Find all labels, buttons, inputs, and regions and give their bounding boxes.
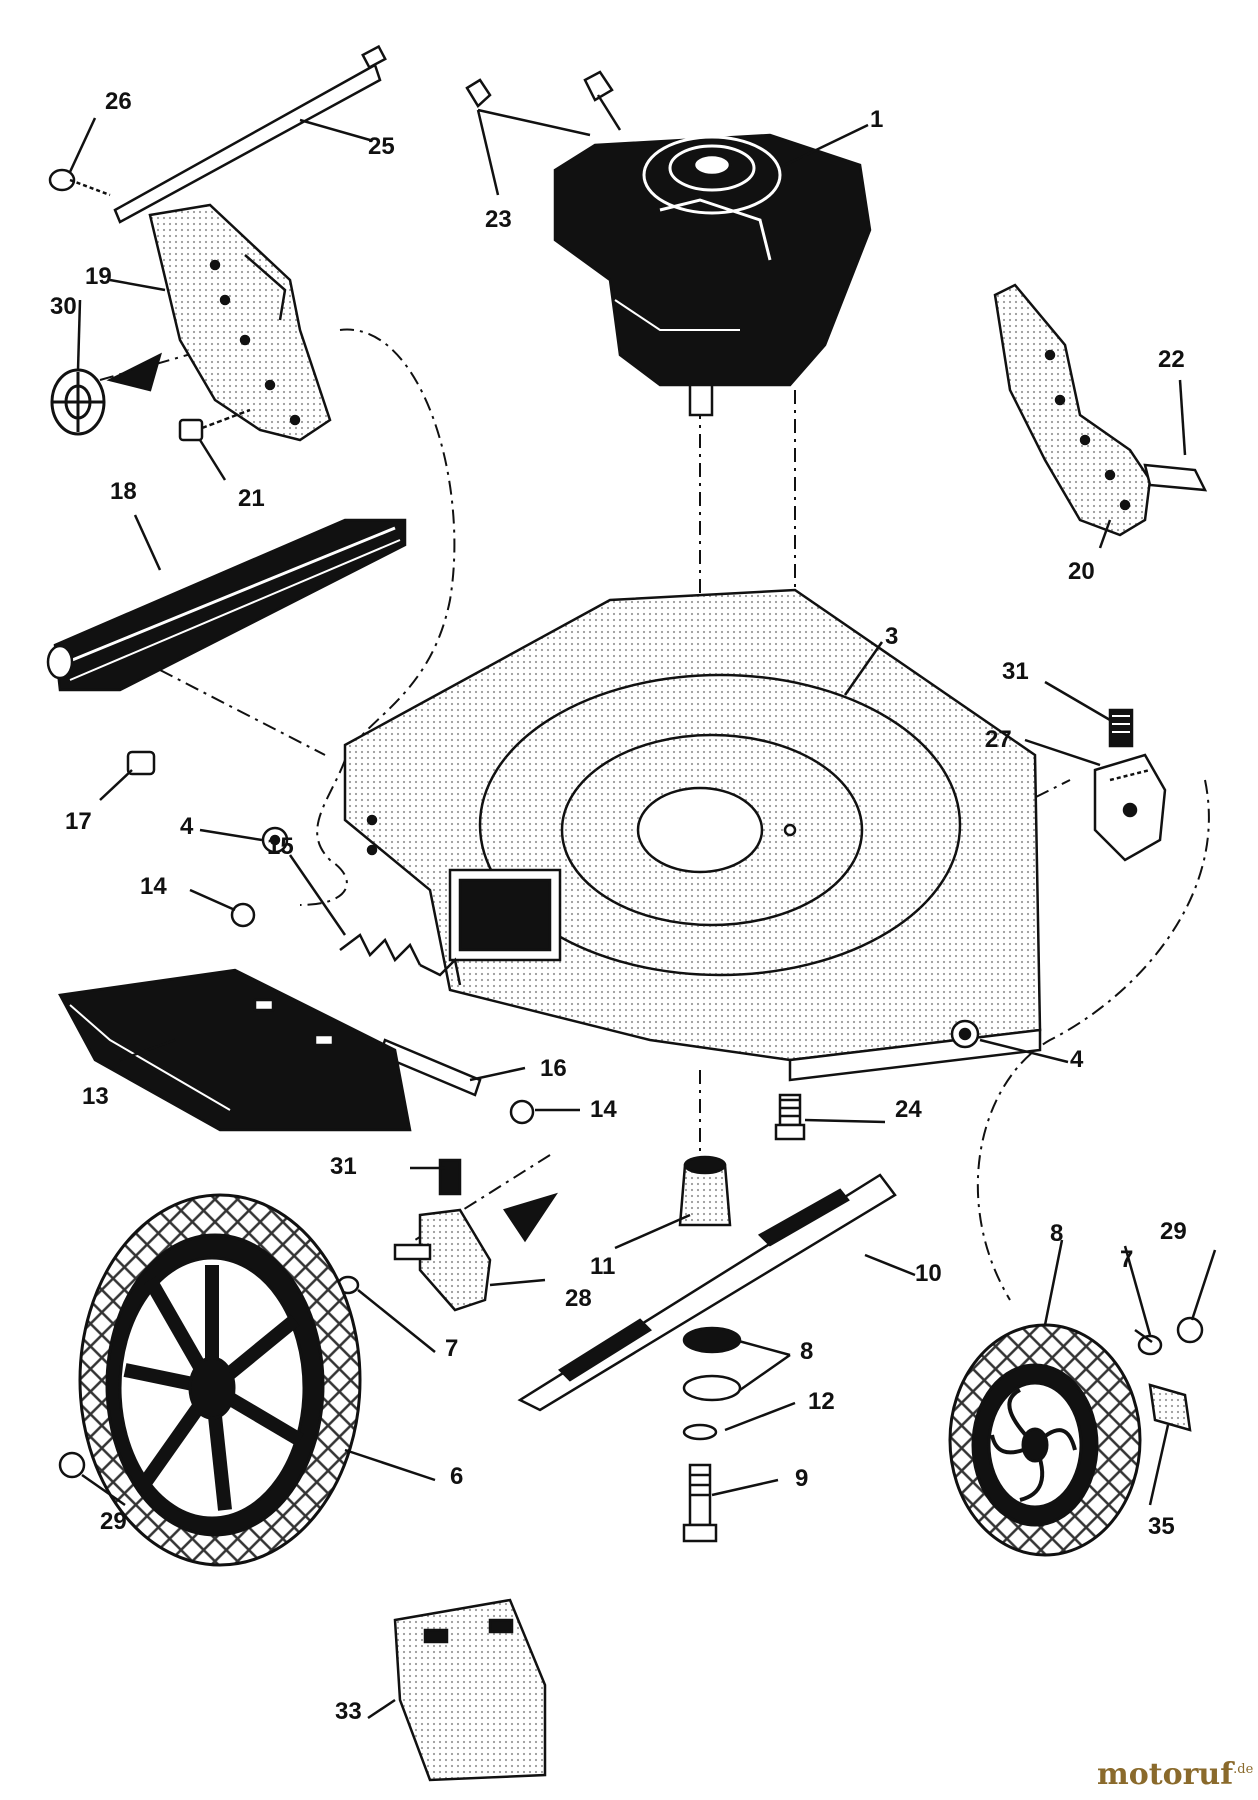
part-13-flap — [58, 968, 412, 1132]
callout-33: 33 — [335, 1698, 362, 1725]
part-28-bracket — [393, 1208, 492, 1312]
callout-17: 17 — [65, 808, 92, 835]
callout-26: 26 — [105, 88, 132, 115]
callout-35: 35 — [1148, 1513, 1175, 1540]
part-7-washers — [336, 1275, 1163, 1356]
part-23-clip — [465, 70, 622, 131]
callout-20: 20 — [1068, 558, 1095, 585]
callout-1: 1 — [870, 106, 884, 133]
callout-14: 14 — [590, 1096, 617, 1123]
part-9-blade-bolt — [682, 1463, 718, 1543]
callout-29: 29 — [1160, 1218, 1187, 1245]
callout-18: 18 — [110, 478, 137, 505]
part-1-engine — [553, 133, 872, 417]
callout-7: 7 — [1120, 1246, 1134, 1273]
part-22-latch — [1143, 463, 1208, 492]
callout-15: 16 — [540, 1055, 567, 1082]
watermark-logo: motoruf.de — [1097, 1760, 1253, 1790]
front-wheel — [948, 1323, 1142, 1557]
part-6-rear-wheel — [78, 1193, 362, 1567]
callout-4: 4 — [1070, 1046, 1084, 1073]
watermark-brand: motoruf — [1097, 1757, 1234, 1792]
callout-31: 31 — [330, 1153, 357, 1180]
callout-23: 23 — [485, 206, 512, 233]
part-25-handle-rod — [113, 44, 387, 224]
part-19-left-bracket — [148, 203, 332, 442]
part-14-nuts — [230, 902, 535, 1125]
callout-21: 21 — [238, 485, 265, 512]
callout-4: 4 — [180, 813, 194, 840]
callout-29: 29 — [100, 1508, 127, 1535]
part-26-handle-knob — [48, 168, 111, 197]
callout-14: 14 — [140, 873, 167, 900]
part-12-lock-washer — [682, 1423, 718, 1441]
part-27-plate — [1093, 753, 1167, 862]
callout-8: 8 — [1050, 1220, 1064, 1247]
part-35-hub-cap — [1148, 1383, 1192, 1432]
part-33-plate — [393, 1598, 547, 1782]
part-21-bolt — [178, 408, 251, 442]
callout-16: 15 — [267, 833, 294, 860]
callout-31: 31 — [1002, 658, 1029, 685]
callout-24: 24 — [895, 1096, 922, 1123]
part-31-lower-tab — [438, 1158, 462, 1196]
direction-arrows — [106, 352, 558, 1243]
callout-10: 10 — [915, 1260, 942, 1287]
callout-27: 27 — [985, 726, 1012, 753]
callout-19: 19 — [85, 263, 112, 290]
part-10-blade — [517, 1173, 897, 1412]
part-30-wheel-cap — [50, 368, 106, 436]
leader-lines — [68, 108, 1217, 1720]
part-3-deck — [343, 588, 1042, 1082]
callout-28: 28 — [565, 1285, 592, 1312]
part-8-washers — [682, 1326, 742, 1402]
callout-11: 11 — [590, 1253, 616, 1280]
callout-6: 6 — [450, 1463, 464, 1490]
part-18-rear-bar — [46, 518, 407, 692]
part-20-right-bracket — [993, 283, 1152, 537]
part-16-spring — [339, 933, 462, 986]
watermark-suffix: .de — [1233, 1762, 1254, 1777]
callout-9: 9 — [795, 1465, 809, 1492]
part-24-bolt — [774, 1093, 806, 1141]
callout-25: 25 — [368, 133, 395, 160]
callout-8: 8 — [800, 1338, 814, 1365]
part-29-wheel-nuts — [58, 1316, 1204, 1479]
part-11-adapter — [678, 1155, 732, 1227]
callout-3: 3 — [885, 623, 899, 650]
part-17-clip — [126, 750, 156, 776]
part-4-nuts — [261, 826, 980, 1049]
callout-13: 13 — [82, 1083, 109, 1110]
callout-22: 22 — [1158, 346, 1185, 373]
callout-12: 12 — [808, 1388, 835, 1415]
callout-7: 7 — [445, 1335, 459, 1362]
callout-30: 30 — [50, 293, 77, 320]
part-31-upper-tab — [1108, 708, 1134, 748]
